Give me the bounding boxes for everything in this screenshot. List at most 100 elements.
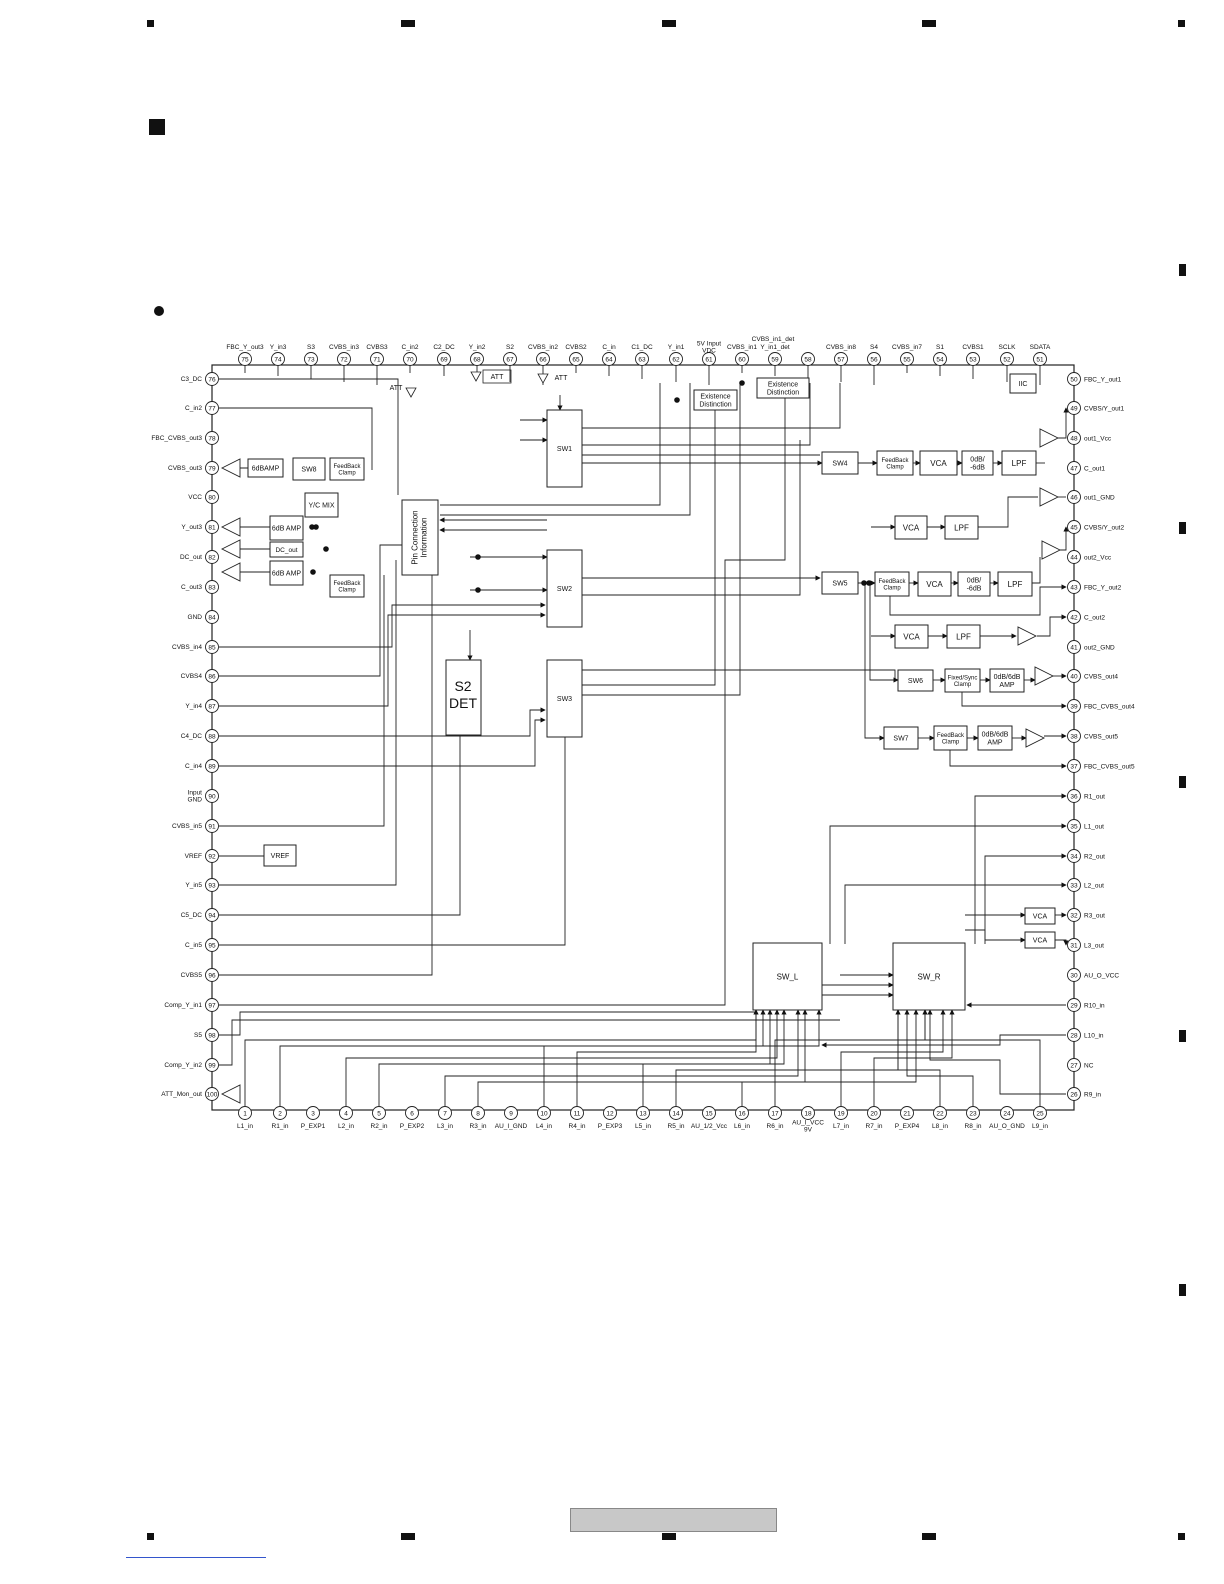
pin-label-right: CVBS/Y_out2 [1084, 525, 1124, 532]
pin-number: 77 [208, 406, 216, 413]
pin-label-bottom: L5_in [635, 1123, 651, 1130]
signal-wire [927, 1009, 1066, 1095]
pin-number: 21 [903, 1111, 911, 1118]
pin-circle [205, 401, 219, 415]
pin-number: 71 [373, 357, 381, 364]
pin-circle [1033, 352, 1047, 366]
pin-circle [1067, 759, 1081, 773]
vref-block [263, 844, 297, 867]
pin-number: 47 [1070, 466, 1078, 473]
pin-circle [834, 352, 848, 366]
pin-label-top: Y_in1 [668, 344, 685, 351]
dc-out-block [269, 541, 304, 558]
pin-number: 8 [476, 1111, 480, 1118]
pin-number: 70 [406, 357, 414, 364]
pin-number: 49 [1070, 406, 1078, 413]
pin-circle [801, 1106, 815, 1120]
signal-wire [582, 383, 841, 429]
pin-circle [1033, 1106, 1047, 1120]
pin-circle [205, 669, 219, 683]
att-block [482, 369, 512, 384]
pin-circle [205, 759, 219, 773]
pin-number: 22 [936, 1111, 944, 1118]
gain-switch-block-label: 0dB/ [967, 578, 981, 585]
registration-mark [147, 20, 154, 27]
pin-label-left: Y_out3 [181, 524, 202, 531]
att-label: ATT [390, 385, 403, 392]
signal-wire [895, 1009, 941, 1106]
registration-mark [1179, 522, 1186, 534]
pin-number: 13 [639, 1111, 647, 1118]
pin-number: 90 [208, 794, 216, 801]
amplifier-icon [1017, 626, 1038, 646]
pin-circle [1000, 1106, 1014, 1120]
pin-number: 92 [208, 854, 216, 861]
signal-wire [219, 544, 402, 677]
pin-circle [205, 908, 219, 922]
pin-label-right: CVBS_out5 [1084, 734, 1118, 741]
pin-circle [238, 352, 252, 366]
existence-distinction-block-label: Distinction [767, 389, 799, 396]
pin-circle [1067, 1087, 1081, 1101]
pin-circle [966, 352, 980, 366]
amp-block [269, 560, 304, 586]
pin-circle [205, 431, 219, 445]
pin-number: 20 [870, 1111, 878, 1118]
pin-circle [536, 352, 550, 366]
amplifier-icon [220, 458, 241, 478]
signal-wire [1060, 526, 1069, 551]
amplifier-icon [1039, 487, 1060, 507]
pin-number: 9 [509, 1111, 513, 1118]
sw6-block-label: SW6 [908, 678, 923, 685]
pin-connection-block-label: Information [419, 517, 428, 557]
signal-wire [219, 560, 397, 886]
fixed-sync-clamp-block [944, 668, 981, 693]
pin-label-right: CVBS_out4 [1084, 674, 1118, 681]
pin-label-left: DC_out [180, 554, 202, 561]
pin-label-bottom: L9_in [1032, 1123, 1048, 1130]
amp-block-label: AMP [987, 739, 1003, 746]
lpf-block [944, 515, 979, 540]
pin-number: 29 [1070, 1003, 1078, 1010]
signal-wire [582, 390, 716, 686]
pin-label-left: Comp_Y_in1 [164, 1002, 202, 1009]
pin-number: 85 [208, 645, 216, 652]
pin-number: 33 [1070, 883, 1078, 890]
pin-label-right: R9_in [1084, 1092, 1101, 1099]
yc-mix-block [304, 492, 339, 518]
pin-circle [1067, 550, 1081, 564]
signal-wire [345, 1009, 780, 1106]
pin-circle [1067, 938, 1081, 952]
pin-label-top: S2 [506, 344, 514, 351]
pin-number: 95 [208, 943, 216, 950]
pin-circle [1067, 1058, 1081, 1072]
pin-number: 1 [243, 1111, 247, 1118]
pin-connection-block-label: Pin Connection [411, 510, 420, 564]
pin-label-top: Y_in1_det [760, 344, 789, 351]
signal-wire [279, 1009, 766, 1106]
pin-label-right: L10_in [1084, 1033, 1104, 1040]
pin-label-bottom: AU_O_GND [989, 1123, 1025, 1130]
signal-wire [1055, 939, 1069, 946]
lpf-block-label: LPF [956, 632, 971, 641]
pin-circle [635, 352, 649, 366]
sw1-block-label: SW1 [557, 446, 572, 453]
pin-circle [1067, 699, 1081, 713]
pin-number: 62 [672, 357, 680, 364]
amplifier-icon [220, 1084, 241, 1104]
pin-circle [669, 352, 683, 366]
gain-switch-block-label: 0dB/ [970, 457, 984, 464]
s2-det-label: S2 [454, 678, 471, 694]
pin-label-top: FBC_Y_out3 [226, 344, 264, 351]
pin-number: 36 [1070, 794, 1078, 801]
registration-mark [1179, 264, 1186, 276]
pin-number: 51 [1036, 357, 1044, 364]
feedback-clamp-block-label: FeedBack [333, 464, 361, 470]
pin-label-bottom: L6_in [734, 1123, 750, 1130]
pin-number: 74 [274, 357, 282, 364]
pin-label-left: ATT_Mon_out [161, 1091, 202, 1098]
registration-mark [1178, 20, 1185, 27]
signal-wire [642, 1009, 773, 1106]
bullet-icon [154, 306, 164, 316]
pin-number: 67 [506, 357, 514, 364]
